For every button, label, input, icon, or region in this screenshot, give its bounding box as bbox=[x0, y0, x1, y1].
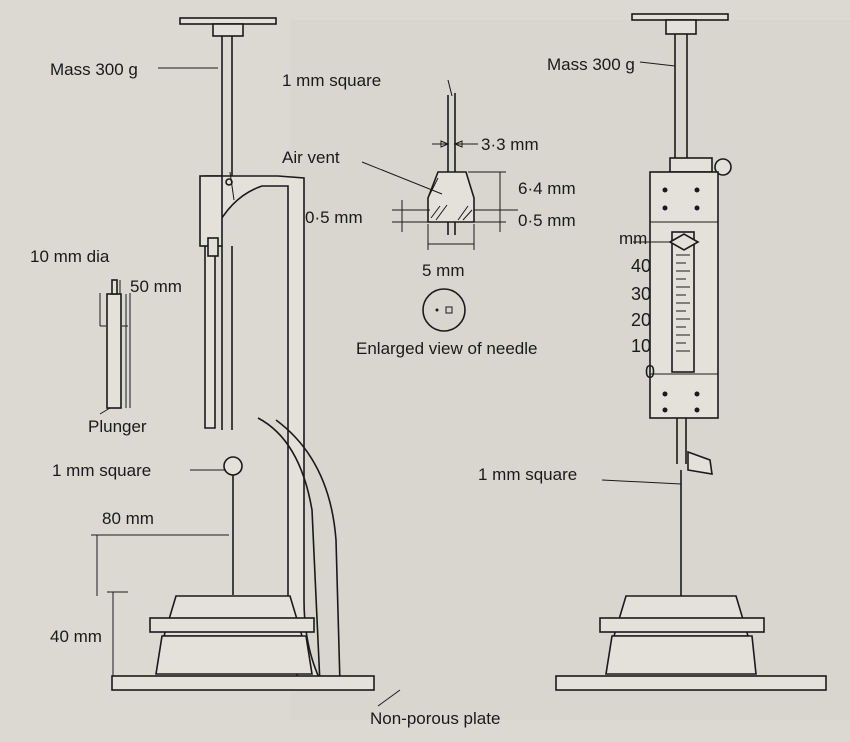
label-air-vent: Air vent bbox=[282, 148, 340, 167]
label-scale-unit: mm bbox=[619, 229, 647, 248]
label-dim-0-5-left: 0·5 mm bbox=[305, 208, 363, 227]
label-dim-6-4: 6·4 mm bbox=[518, 179, 576, 198]
label-plunger: Plunger bbox=[88, 417, 147, 436]
label-plunger-dia: 10 mm dia bbox=[30, 247, 110, 266]
label-dim-40: 40 mm bbox=[50, 627, 102, 646]
scale-tick-label: 30 bbox=[631, 284, 651, 304]
label-mass-left: Mass 300 g bbox=[50, 60, 138, 79]
label-dim-3-3: 3·3 mm bbox=[481, 135, 539, 154]
right-apparatus bbox=[555, 13, 827, 691]
scale-tick-label: 40 bbox=[631, 256, 651, 276]
scale-tick-label: 0 bbox=[645, 362, 655, 382]
label-base-plate: Non-porous plate bbox=[370, 709, 500, 728]
label-square-right: 1 mm square bbox=[478, 465, 577, 484]
needle-end-view bbox=[422, 288, 466, 332]
label-mass-right: Mass 300 g bbox=[547, 55, 635, 74]
left-top-collar bbox=[212, 23, 244, 37]
plunger bbox=[100, 279, 131, 409]
needle-detail bbox=[361, 79, 518, 332]
scale-tick-label: 10 bbox=[631, 336, 651, 356]
label-dim-50: 50 mm bbox=[130, 277, 182, 296]
labels: Mass 300 g Mass 300 g 1 mm square Air ve… bbox=[30, 55, 647, 728]
left-apparatus bbox=[111, 17, 375, 691]
scale-tick-label: 20 bbox=[631, 310, 651, 330]
background-show-through bbox=[290, 20, 850, 720]
label-dim-5: 5 mm bbox=[422, 261, 465, 280]
label-enlarged-view: Enlarged view of needle bbox=[356, 339, 537, 358]
label-square-left: 1 mm square bbox=[52, 461, 151, 480]
left-base-plate bbox=[111, 675, 375, 691]
label-needle-square: 1 mm square bbox=[282, 71, 381, 90]
right-base-plate bbox=[555, 675, 827, 691]
label-dim-0-5-right: 0·5 mm bbox=[518, 211, 576, 230]
label-dim-80: 80 mm bbox=[102, 509, 154, 528]
left-top-plate bbox=[179, 17, 277, 25]
scale-numbers: 40 30 20 10 0 bbox=[631, 256, 655, 382]
leader-lines bbox=[91, 61, 682, 707]
